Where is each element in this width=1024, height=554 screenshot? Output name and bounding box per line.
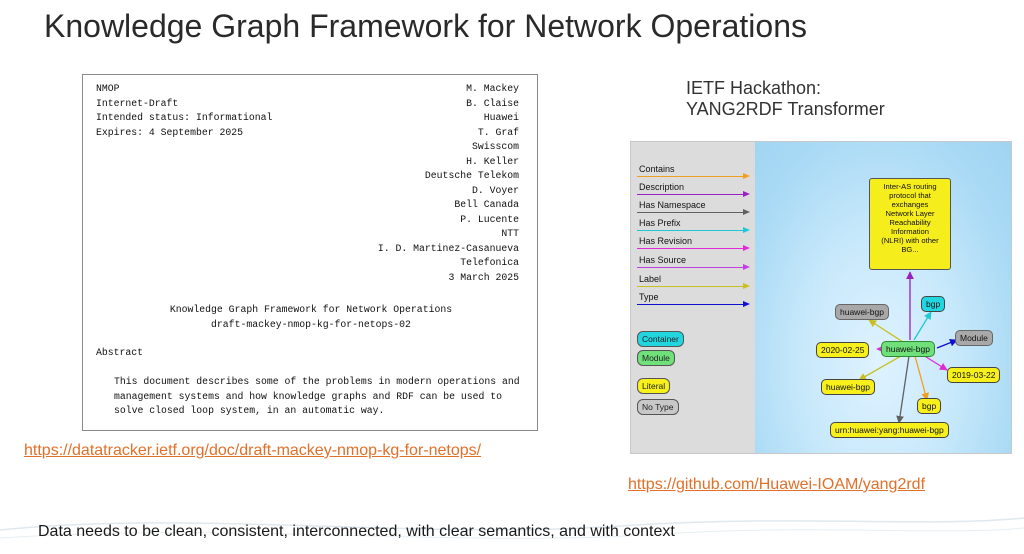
legend-label: Has Prefix (639, 218, 681, 228)
legend-line (637, 176, 745, 177)
node-date-right[interactable]: 2019-03-22 (947, 367, 1001, 383)
legend-line (637, 230, 745, 231)
description-line: Inter-AS routing (883, 182, 937, 191)
legend-arrow-icon (743, 264, 750, 270)
draft-author-line: Telefonica (460, 257, 519, 268)
slide-footer: Data needs to be clean, consistent, inte… (38, 523, 675, 540)
hackathon-title-line1: IETF Hackathon: (686, 78, 822, 98)
description-bubble[interactable]: Inter-AS routing protocol that exchanges… (869, 178, 951, 270)
description-line: Network Layer (885, 209, 935, 218)
draft-author-line: H. Keller (466, 155, 519, 167)
node-bgp-prefix[interactable]: bgp (921, 296, 946, 312)
edge-namespace (896, 355, 910, 424)
node-module[interactable]: Module (955, 330, 993, 346)
draft-author-line: Huawei (483, 112, 519, 123)
description-line: Reachability (889, 218, 931, 227)
node-bgp-bottom[interactable]: bgp (917, 398, 942, 414)
edge-prefix (913, 311, 932, 341)
draft-author-line: I. D. Martinez-Casanueva (377, 242, 519, 254)
graph-edges (858, 271, 958, 424)
legend-arrow-icon (743, 209, 750, 215)
node-huawei-bgp-top[interactable]: huawei-bgp (835, 304, 889, 320)
edge-type (936, 338, 958, 349)
legend-line (637, 286, 745, 287)
draft-author-line: D. Voyer (471, 184, 519, 196)
description-line: exchanges (891, 200, 929, 209)
draft-left-line: Internet-Draft (96, 97, 179, 109)
legend-line (637, 212, 745, 213)
legend-label: Description (639, 182, 685, 192)
legend-label: Has Revision (639, 236, 693, 246)
description-line: protocol that (889, 191, 931, 200)
draft-author-line: P. Lucente (460, 213, 519, 225)
draft-author-line: 3 March 2025 (448, 271, 519, 283)
draft-author-line: Bell Canada (454, 199, 519, 210)
draft-abstract-line: solve closed loop system, in an automati… (114, 405, 385, 416)
draft-left-line: NMOP (96, 83, 120, 94)
draft-author-line: M. Mackey (466, 83, 519, 94)
legend-chip-no-type: No Type (637, 399, 679, 415)
legend-label: Contains (639, 164, 675, 174)
legend-arrow-icon (743, 173, 750, 179)
draft-abstract-heading: Abstract (96, 347, 144, 358)
legend-label: Type (639, 292, 659, 302)
hackathon-title-line2: YANG2RDF Transformer (686, 99, 885, 119)
legend-arrow-icon (743, 301, 750, 307)
legend-label: Has Source (639, 255, 687, 265)
legend-label: Label (639, 274, 662, 284)
hackathon-title: IETF Hackathon: YANG2RDF Transformer (686, 78, 885, 120)
draft-author-line: T. Graf (477, 126, 519, 138)
github-link[interactable]: https://github.com/Huawei-IOAM/yang2rdf (628, 476, 926, 493)
slide-title: Knowledge Graph Framework for Network Op… (44, 8, 807, 44)
edge-label-top (868, 319, 904, 343)
draft-document: NMOP Internet-Draft Intended status: Inf… (82, 74, 538, 431)
draft-author-line: Swisscom (471, 141, 519, 152)
legend-arrow-icon (743, 283, 750, 289)
draft-author-line: Deutsche Telekom (424, 170, 519, 181)
edge-revision-right (922, 354, 948, 371)
legend-label: Has Namespace (639, 200, 706, 210)
draft-author-line: B. Claise (466, 97, 519, 109)
draft-left-line: Intended status: Informational (96, 112, 273, 123)
description-line: (NLRI) with other (881, 236, 939, 245)
node-namespace[interactable]: urn:huawei:yang:huawei-bgp (830, 422, 949, 438)
edge-label-bottom (858, 355, 902, 381)
edge-prefix-bottom (914, 355, 929, 401)
draft-author-line: NTT (501, 228, 519, 239)
draft-doc-title: Knowledge Graph Framework for Network Op… (169, 304, 453, 315)
legend-line (637, 248, 745, 249)
legend-arrow-icon (743, 245, 750, 251)
draft-doc-name: draft-mackey-nmop-kg-for-netops-02 (211, 318, 411, 330)
description-line: BG... (901, 245, 919, 254)
node-huawei-bgp-center[interactable]: huawei-bgp (881, 341, 935, 357)
legend-chip-module: Module (637, 350, 675, 366)
legend-line (637, 267, 745, 268)
description-line: Information (891, 227, 929, 236)
legend-arrow-icon (743, 191, 750, 197)
node-huawei-bgp-label[interactable]: huawei-bgp (821, 379, 875, 395)
legend-chip-container: Container (637, 331, 684, 347)
draft-abstract-line: This document describes some of the prob… (114, 376, 520, 387)
legend-line (637, 304, 745, 305)
node-date-left[interactable]: 2020-02-25 (816, 342, 870, 358)
draft-left-line: Expires: 4 September 2025 (96, 126, 243, 138)
legend-chip-literal: Literal (637, 378, 671, 394)
draft-abstract-line: management systems and how knowledge gra… (114, 390, 503, 402)
datatracker-link[interactable]: https://datatracker.ietf.org/doc/draft-m… (24, 442, 482, 459)
legend-line (637, 194, 745, 195)
legend-arrow-icon (743, 227, 750, 233)
